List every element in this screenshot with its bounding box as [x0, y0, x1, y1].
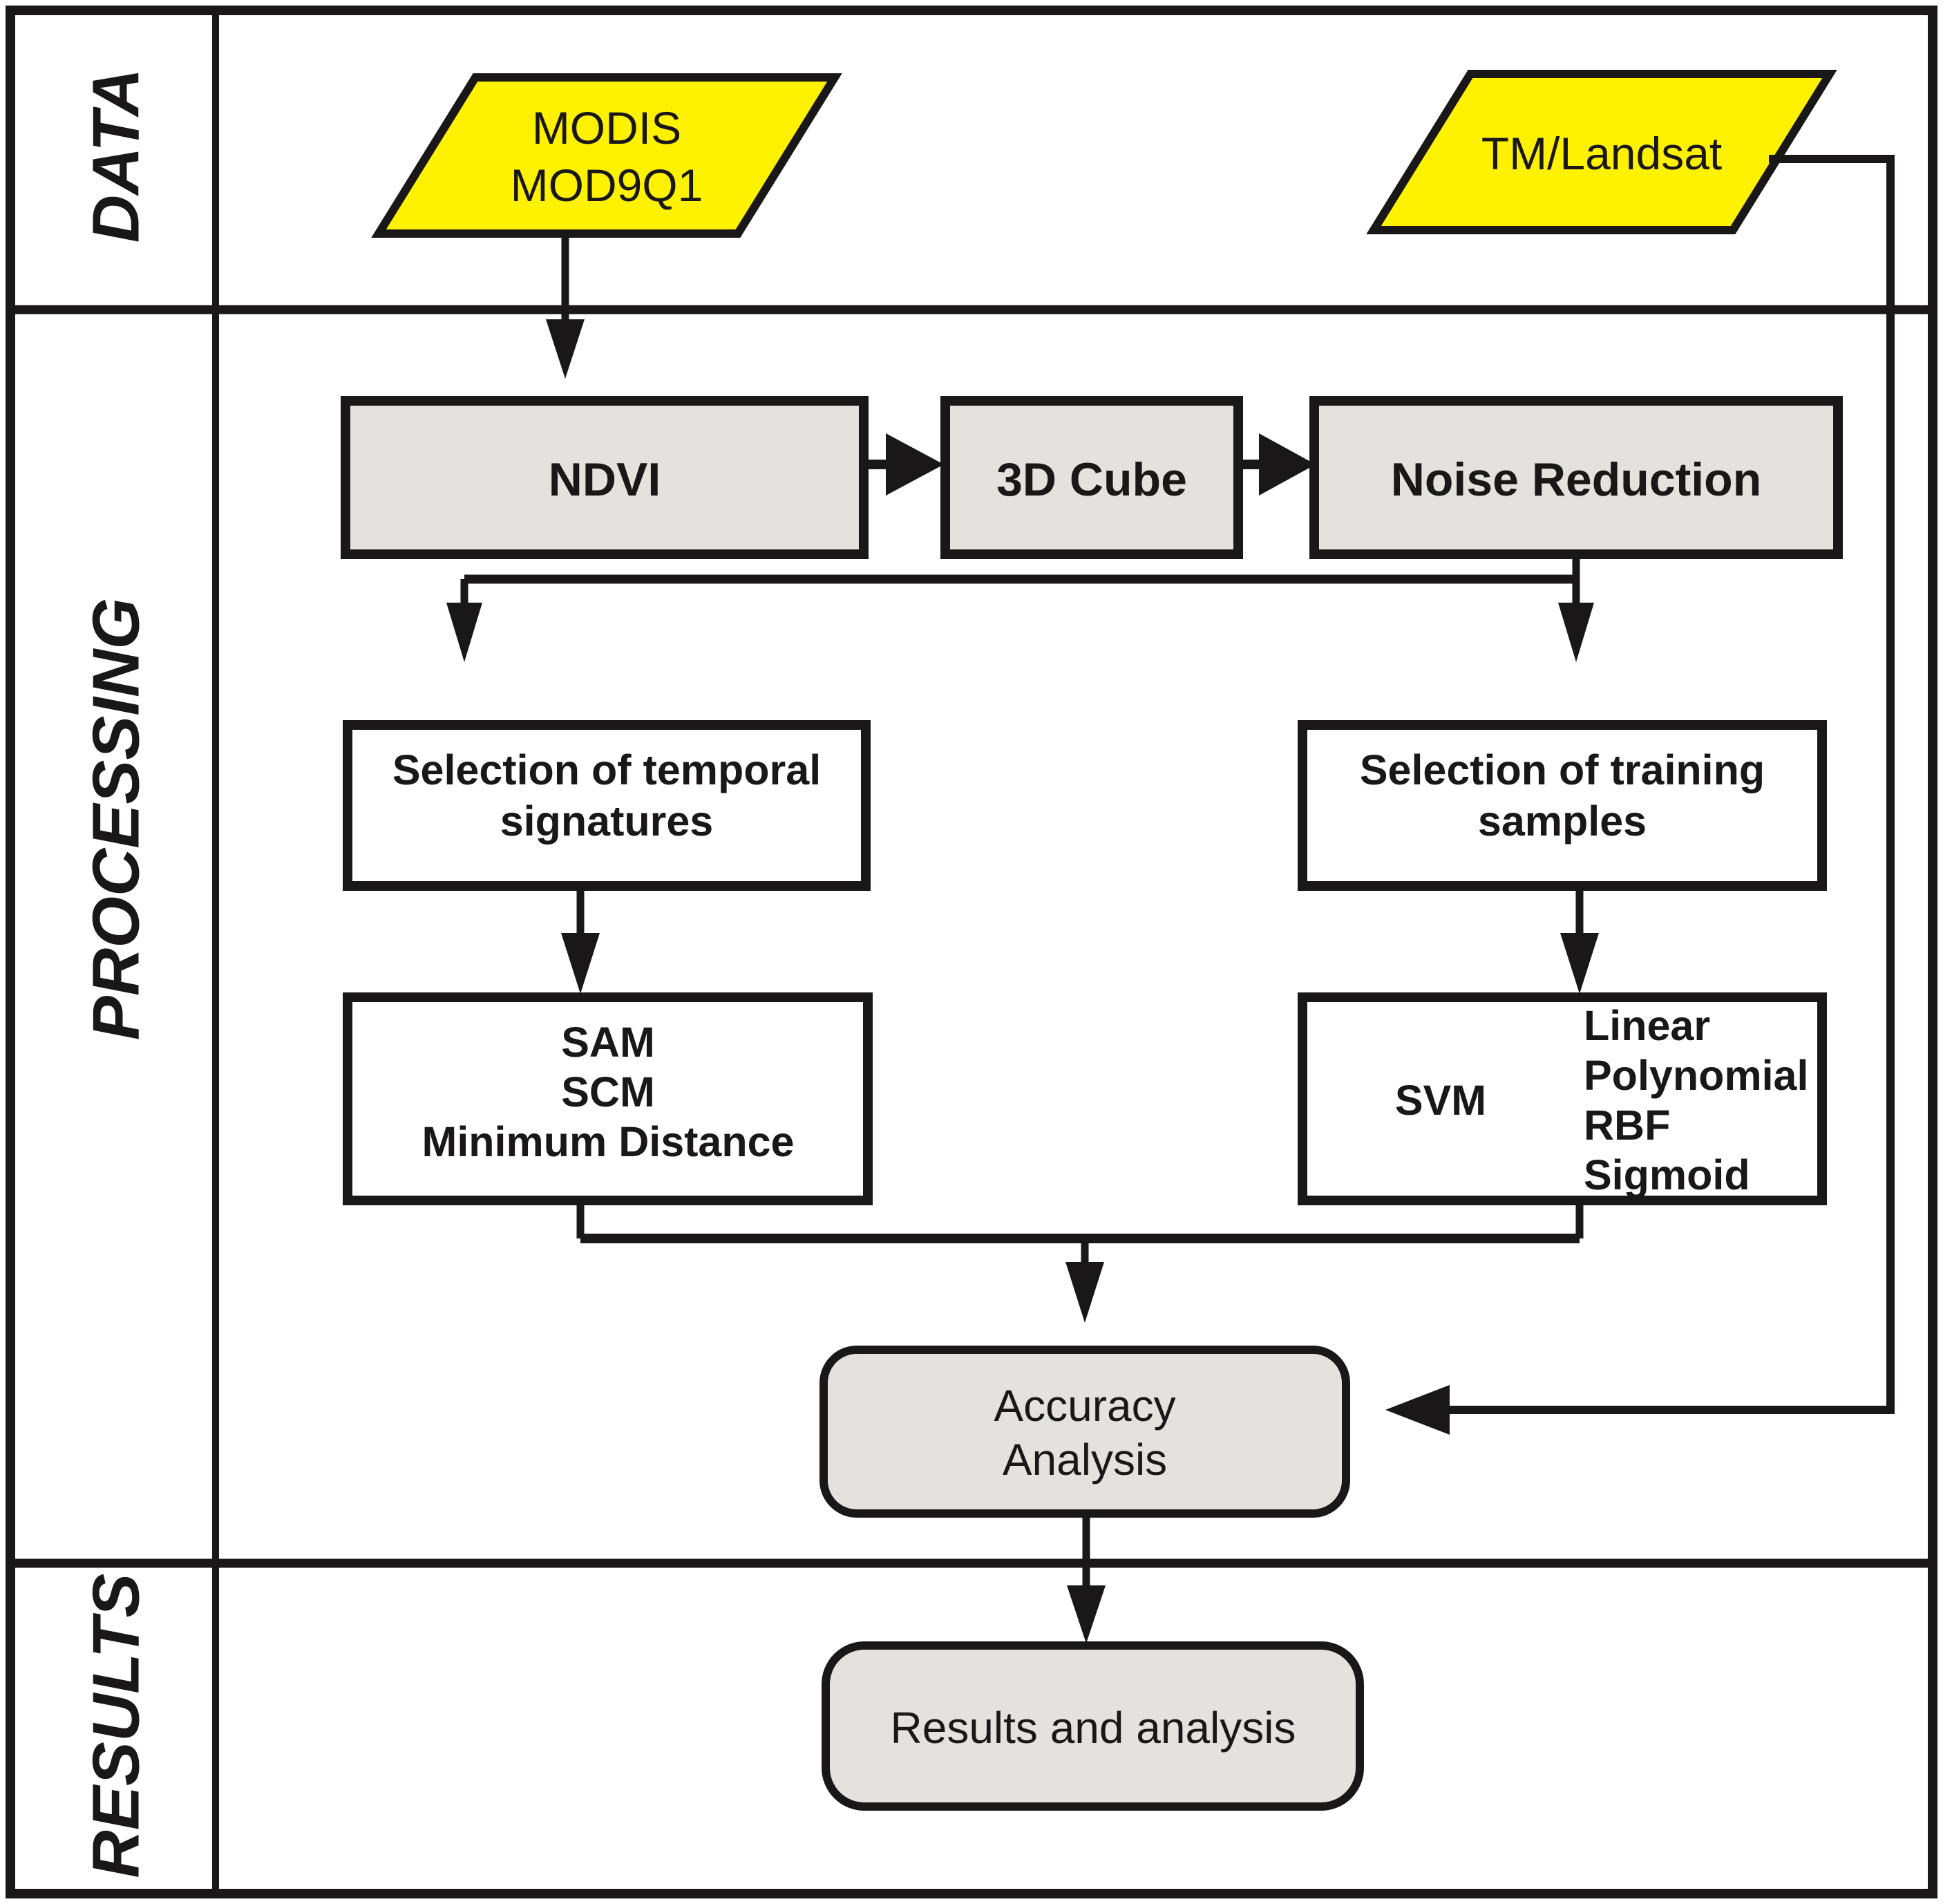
arrow-modis-to-ndvi — [546, 235, 585, 379]
node-selection-temporal: Selection of temporal signatures — [343, 720, 871, 891]
selection-training-line1: Selection of training — [1360, 746, 1765, 793]
lane-label-processing: PROCESSING — [79, 598, 153, 1040]
node-accuracy-analysis: Accuracy Analysis — [819, 1346, 1350, 1518]
arrow-ndvi-to-cube — [865, 433, 944, 496]
node-modis: MODIS MOD9Q1 — [371, 73, 842, 238]
classifiers-line2: SCM — [561, 1068, 655, 1115]
tm-landsat-parallelogram — [1366, 70, 1837, 234]
selection-temporal-line2: signatures — [500, 798, 714, 845]
results-label: Results and analysis — [891, 1703, 1296, 1753]
arrow-cube-to-noise — [1240, 433, 1316, 496]
ndvi-label: NDVI — [549, 453, 661, 506]
arrow-head-left-icon — [1385, 1385, 1450, 1435]
svm-kernel-linear: Linear — [1584, 1002, 1710, 1049]
rail-tm-landsat-to-accuracy — [1385, 155, 1895, 1435]
svm-kernel-sigmoid: Sigmoid — [1584, 1151, 1750, 1198]
node-tm-landsat: TM/Landsat — [1366, 70, 1837, 234]
lane-label-results: RESULTS — [79, 1574, 153, 1878]
arrow-head-down-icon — [1560, 933, 1599, 994]
cube-label: 3D Cube — [996, 453, 1187, 506]
accuracy-line2: Analysis — [1003, 1435, 1167, 1484]
arrow-temporal-to-classifiers — [561, 886, 600, 994]
svm-label: SVM — [1395, 1077, 1486, 1124]
arrow-head-right-icon — [1259, 433, 1316, 496]
merge-to-accuracy — [576, 1200, 1584, 1323]
rail-path — [1450, 155, 1895, 1414]
arrow-head-down-icon — [1558, 603, 1594, 662]
arrow-training-to-svm — [1560, 886, 1599, 994]
node-results-analysis: Results and analysis — [822, 1641, 1364, 1811]
modis-label-line2: MOD9Q1 — [511, 160, 703, 211]
modis-label-line1: MODIS — [532, 102, 681, 153]
svm-kernel-rbf: RBF — [1584, 1102, 1670, 1149]
results-box — [822, 1641, 1364, 1811]
node-classifiers: SAM SCM Minimum Distance — [343, 992, 873, 1205]
selection-training-box — [1298, 720, 1827, 891]
arrow-head-down-icon — [446, 603, 482, 662]
selection-temporal-box — [343, 720, 871, 891]
classifiers-line3: Minimum Distance — [422, 1118, 795, 1165]
svm-kernel-polynomial: Polynomial — [1584, 1052, 1808, 1099]
noise-label: Noise Reduction — [1391, 453, 1762, 506]
selection-training-line2: samples — [1478, 798, 1647, 845]
svm-box — [1298, 992, 1827, 1205]
modis-parallelogram — [371, 73, 842, 238]
node-selection-training: Selection of training samples — [1298, 720, 1827, 891]
cube-box — [940, 396, 1243, 559]
arrow-accuracy-to-results — [1067, 1514, 1106, 1643]
selection-temporal-line1: Selection of temporal — [392, 746, 821, 793]
branch-noise-to-selections — [446, 554, 1594, 662]
lane-label-data: DATA — [79, 68, 153, 243]
node-ndvi: NDVI — [341, 396, 869, 559]
arrow-head-down-icon — [561, 933, 600, 994]
tm-landsat-label: TM/Landsat — [1481, 128, 1723, 179]
ndvi-box — [341, 396, 869, 559]
accuracy-line1: Accuracy — [994, 1381, 1175, 1431]
swimlane-frame: DATA PROCESSING RESULTS — [6, 6, 1937, 1898]
classifiers-box — [343, 992, 873, 1205]
arrow-head-down-icon — [1065, 1262, 1104, 1323]
node-svm: SVM Linear Polynomial RBF Sigmoid — [1298, 992, 1827, 1205]
classifiers-line1: SAM — [561, 1019, 655, 1066]
arrow-head-right-icon — [886, 433, 944, 496]
node-3d-cube: 3D Cube — [940, 396, 1243, 559]
outer-border — [6, 6, 1937, 1898]
noise-box — [1309, 396, 1843, 559]
accuracy-box — [819, 1346, 1350, 1518]
arrow-head-down-icon — [1067, 1585, 1106, 1643]
arrow-head-down-icon — [546, 319, 585, 379]
node-noise-reduction: Noise Reduction — [1309, 396, 1843, 559]
